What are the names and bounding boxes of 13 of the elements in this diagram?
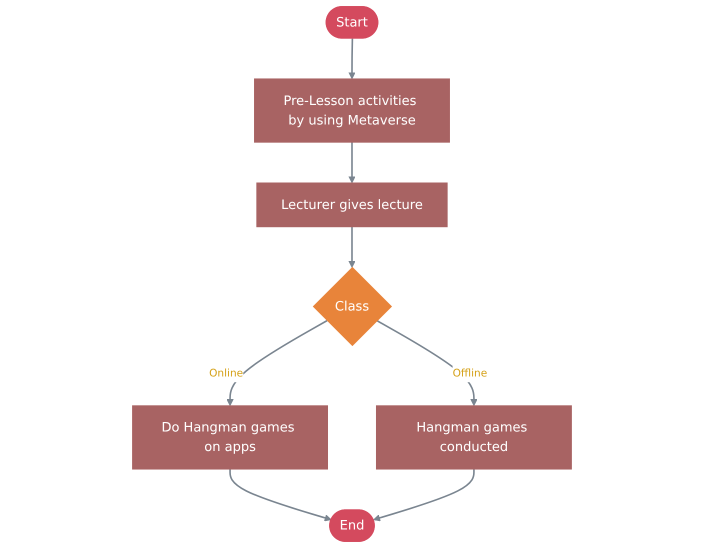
- arrow: [348, 142, 356, 184]
- arrow: [348, 38, 356, 80]
- node-box: Lecturer gives lecture: [256, 182, 448, 228]
- edge-label: Online: [209, 368, 244, 380]
- node-box: Do Hangman games on apps: [132, 405, 328, 470]
- edge-label: Offline: [452, 368, 488, 380]
- arrow: [226, 320, 328, 406]
- node-diamond: Class: [312, 266, 392, 346]
- arrow: [348, 226, 356, 268]
- node-box: Hangman games conducted: [376, 405, 572, 470]
- arrow: [229, 469, 332, 522]
- node-box: Pre-Lesson activities by using Metaverse: [254, 78, 450, 143]
- arrow: [373, 469, 475, 522]
